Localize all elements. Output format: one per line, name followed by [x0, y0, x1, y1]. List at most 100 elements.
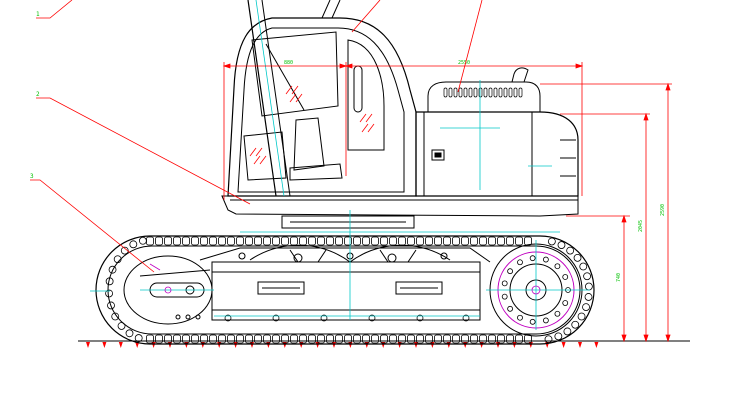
track-link [200, 236, 208, 246]
track-link [407, 236, 415, 246]
frame-slot [395, 281, 443, 295]
fuel-cap [431, 149, 445, 161]
track-link [236, 334, 244, 344]
track-link [263, 334, 271, 344]
bottom-roller [462, 314, 470, 322]
track-link [515, 236, 523, 246]
track-links [105, 236, 593, 344]
track-link [173, 334, 181, 344]
track-link [125, 329, 134, 338]
track-link [425, 236, 433, 246]
track-link [326, 334, 334, 344]
centerlines [90, 0, 590, 330]
track-link [452, 334, 460, 344]
track-link [443, 334, 451, 344]
track-link [134, 334, 143, 342]
track-link [335, 236, 343, 246]
swing-bearing [281, 215, 415, 229]
track-link [272, 236, 280, 246]
dim-overall-height: 2590 [660, 204, 666, 216]
callout-3: 3 [30, 173, 34, 180]
track-link [425, 334, 433, 344]
track-link [389, 236, 397, 246]
track-link [245, 334, 253, 344]
track-link [281, 236, 289, 246]
track-link [182, 236, 190, 246]
track-link [344, 236, 352, 246]
track-link [577, 312, 586, 321]
track-link [191, 236, 199, 246]
track-link [488, 334, 496, 344]
cab-lower-window [243, 131, 287, 181]
track-link [227, 236, 235, 246]
track-link [443, 236, 451, 246]
upper-structure [221, 0, 579, 229]
bottom-roller [224, 314, 232, 322]
track-link [138, 236, 147, 245]
track-link [155, 236, 163, 246]
track-link [254, 236, 262, 246]
track-link [173, 236, 181, 246]
cab-front-window [251, 31, 339, 117]
track-link [584, 282, 593, 291]
track-link [299, 236, 307, 246]
ground-marker [102, 342, 107, 348]
track-link [557, 241, 566, 249]
track-link [353, 236, 361, 246]
dim-cab-width: 880 [284, 60, 293, 66]
track-link [308, 236, 316, 246]
track-link [452, 236, 460, 246]
track-link [389, 334, 397, 344]
track-link [105, 289, 113, 298]
track-link [380, 334, 388, 344]
ground-marker [561, 342, 566, 348]
dimension-lines [222, 62, 672, 343]
track-link [263, 236, 271, 246]
hood-vents [443, 87, 523, 98]
track-link [164, 334, 172, 344]
track-link [209, 334, 217, 344]
track-link [479, 236, 487, 246]
track-link [117, 322, 126, 330]
track-link [272, 334, 280, 344]
dim-counterweight-width: 2550 [458, 60, 470, 66]
callout-labels: 1 2 3 [30, 11, 40, 180]
track-link [579, 262, 588, 271]
track-frame [211, 261, 481, 321]
track-link [380, 236, 388, 246]
bottom-roller [272, 314, 280, 322]
track-link [120, 246, 129, 255]
track-link [344, 334, 352, 344]
track-link [544, 335, 553, 344]
track-link [566, 246, 575, 255]
track-link [191, 334, 199, 344]
bottom-rollers [224, 314, 470, 322]
bottom-roller [368, 314, 376, 322]
dimension-labels: 880 2550 2590 2045 740 [284, 60, 666, 282]
dim-track-height: 740 [616, 273, 622, 282]
operator-cab [227, 17, 417, 197]
dim-body-height: 2045 [638, 220, 644, 232]
ground-marker [86, 342, 90, 348]
callout-1: 1 [36, 11, 40, 18]
track-link [326, 236, 334, 246]
track-link [146, 334, 154, 344]
track-link [398, 334, 406, 344]
track-link [218, 236, 226, 246]
turntable-deck [221, 195, 579, 217]
track-link [113, 255, 122, 264]
ground-marker [578, 342, 582, 348]
ground-marker [594, 342, 599, 348]
track-link [317, 236, 325, 246]
bottom-roller [416, 314, 424, 322]
ground-marker [135, 342, 140, 348]
track-link [290, 334, 298, 344]
track-link [524, 236, 532, 246]
track-link [108, 265, 117, 274]
track-link [227, 334, 235, 344]
carrier-brackets [199, 244, 491, 263]
track-link [111, 312, 120, 321]
track-link [461, 334, 469, 344]
track-link [582, 303, 590, 312]
